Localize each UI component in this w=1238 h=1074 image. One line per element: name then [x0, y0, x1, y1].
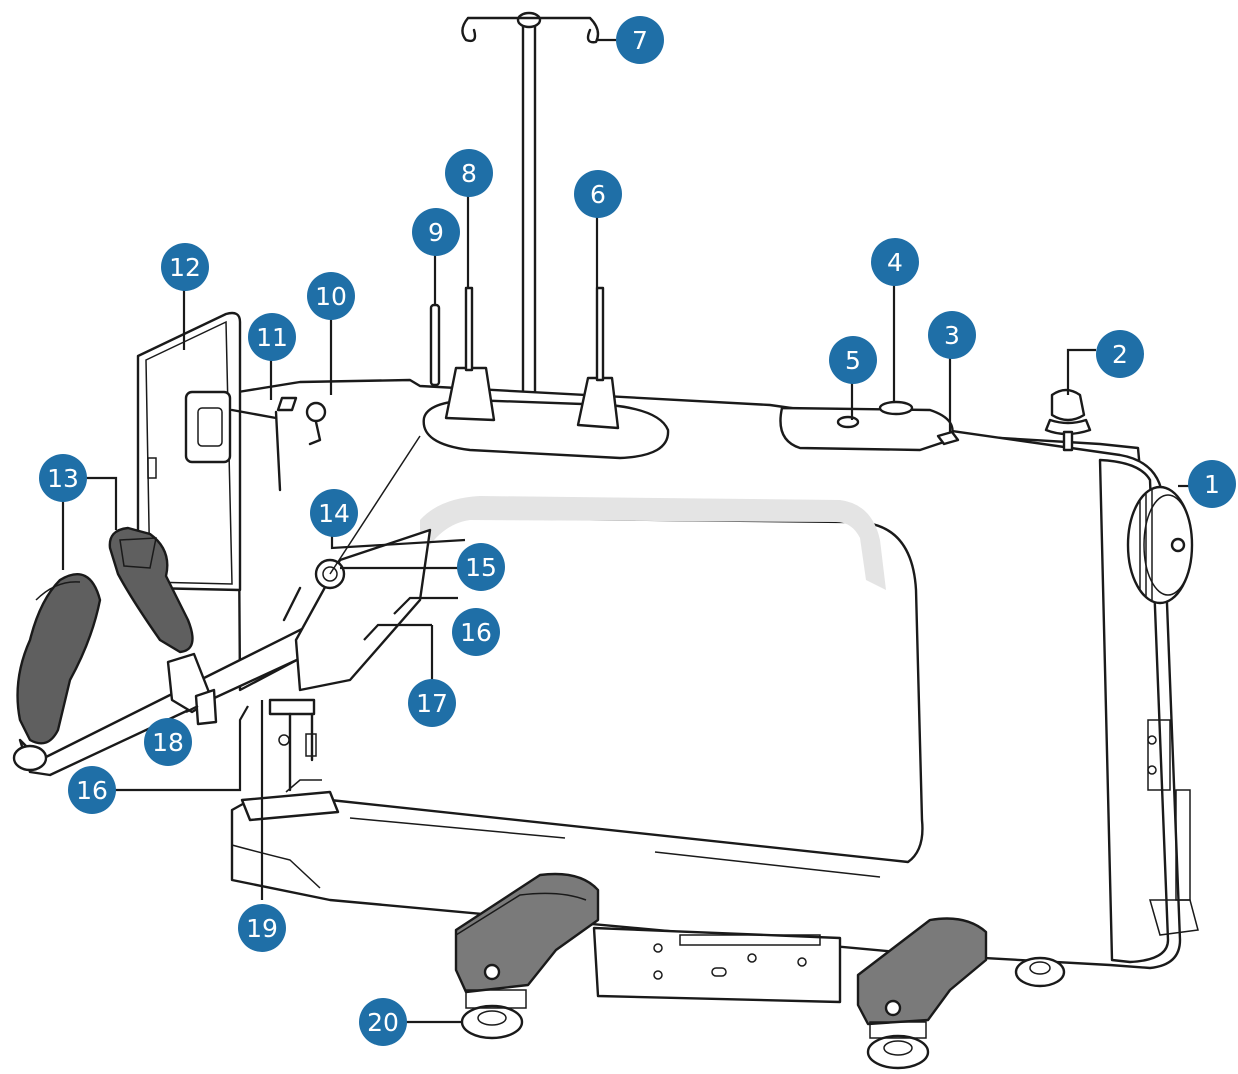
callout-17: 17	[408, 679, 456, 727]
handle-bar	[12, 526, 374, 777]
callout-12: 12	[161, 243, 209, 291]
svg-text:16: 16	[460, 618, 492, 647]
callout-18: 18	[144, 718, 192, 766]
spool-holder	[422, 286, 670, 460]
svg-text:2: 2	[1112, 340, 1128, 369]
svg-text:7: 7	[632, 26, 648, 55]
machine-body	[230, 378, 1199, 970]
callout-16-upper: 16	[452, 608, 500, 656]
svg-text:15: 15	[465, 553, 497, 582]
callout-9: 9	[412, 208, 460, 256]
callout-16-lower: 16	[68, 766, 116, 814]
quilting-machine-illustration	[12, 11, 1199, 1070]
callout-11: 11	[248, 313, 296, 361]
callout-8: 8	[445, 149, 493, 197]
svg-text:11: 11	[256, 323, 288, 352]
svg-text:20: 20	[367, 1008, 399, 1037]
thread-guides	[274, 396, 327, 492]
svg-text:10: 10	[315, 282, 347, 311]
bobbin-winder	[779, 388, 1092, 452]
callout-2: 2	[1096, 330, 1144, 378]
callout-7: 7	[616, 16, 664, 64]
callout-10: 10	[307, 272, 355, 320]
callout-5: 5	[829, 336, 877, 384]
svg-text:8: 8	[461, 159, 477, 188]
callout-13: 13	[39, 454, 87, 502]
callout-19: 19	[238, 904, 286, 952]
svg-text:17: 17	[416, 689, 448, 718]
handwheel	[1126, 485, 1194, 605]
carriage-base	[454, 872, 1066, 1070]
svg-text:14: 14	[318, 499, 350, 528]
needle-assembly	[240, 435, 432, 822]
svg-text:1: 1	[1204, 470, 1220, 499]
svg-text:6: 6	[590, 180, 606, 209]
callout-1: 1	[1188, 460, 1236, 508]
svg-text:5: 5	[845, 346, 861, 375]
callout-15: 15	[457, 543, 505, 591]
callout-3: 3	[928, 311, 976, 359]
svg-text:3: 3	[944, 321, 960, 350]
svg-text:12: 12	[169, 253, 201, 282]
svg-text:18: 18	[152, 728, 184, 757]
svg-text:4: 4	[887, 248, 903, 277]
callout-badges: 1 2 3 4 5 6 7 8	[39, 16, 1236, 1046]
callout-4: 4	[871, 238, 919, 286]
callout-14: 14	[310, 489, 358, 537]
callout-20: 20	[359, 998, 407, 1046]
callout-6: 6	[574, 170, 622, 218]
thread-stand	[461, 11, 600, 424]
svg-text:13: 13	[47, 464, 79, 493]
svg-text:9: 9	[428, 218, 444, 247]
display-tablet	[136, 311, 278, 592]
svg-text:16: 16	[76, 776, 108, 805]
svg-text:19: 19	[246, 914, 278, 943]
